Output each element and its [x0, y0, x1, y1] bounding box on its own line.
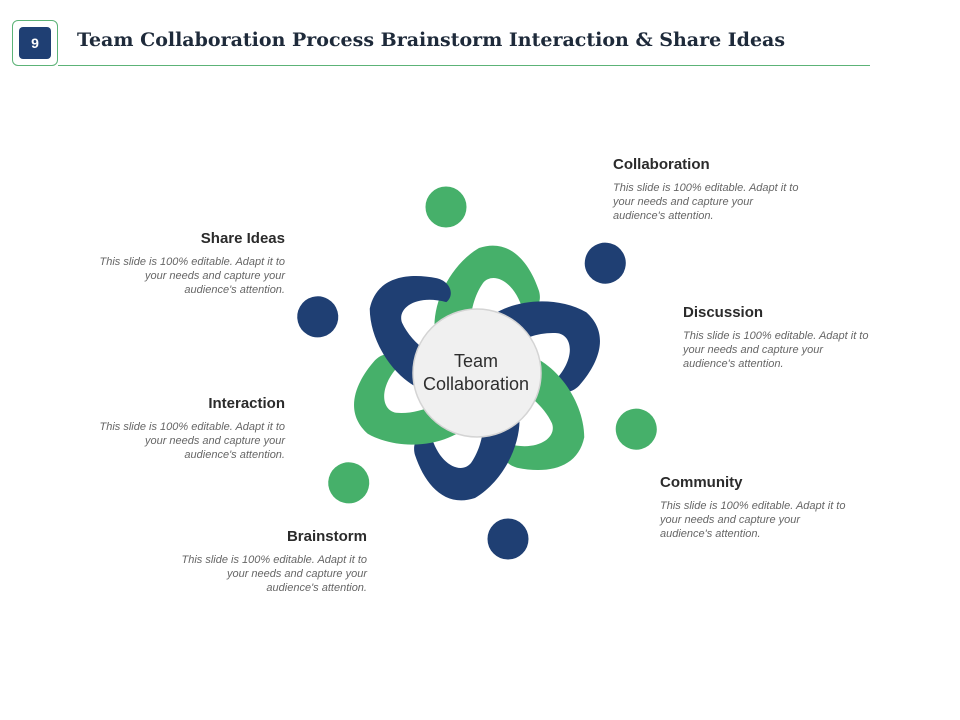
label-community: Community This slide is 100% editable. A…: [660, 474, 846, 541]
label-share-ideas-title: Share Ideas: [200, 230, 285, 247]
label-share-ideas: Share Ideas This slide is 100% editable.…: [99, 230, 285, 297]
person-navy-top-left-head: [294, 293, 342, 341]
label-brainstorm-text: This slide is 100% editable. Adapt it to…: [181, 554, 367, 594]
label-discussion-title: Discussion: [683, 304, 764, 321]
label-interaction-text: This slide is 100% editable. Adapt it to…: [99, 421, 285, 461]
label-brainstorm-title: Brainstorm: [286, 528, 367, 545]
slide-number-frame: [12, 20, 58, 66]
label-discussion: Discussion This slide is 100% editable. …: [683, 304, 869, 371]
center-label-line2: Collaboration: [422, 374, 530, 394]
label-community-text: This slide is 100% editable. Adapt it to…: [660, 500, 846, 540]
slide-title: Team Collaboration Process Brainstorm In…: [77, 29, 786, 51]
label-collaboration-text: This slide is 100% editable. Adapt it to…: [613, 182, 799, 222]
label-interaction-title: Interaction: [208, 395, 285, 412]
center-label-line1: Team: [453, 351, 498, 371]
label-community-title: Community: [660, 474, 743, 491]
slide-number-badge: 9: [19, 27, 51, 59]
person-navy-top-right-head: [581, 239, 629, 287]
person-green-bottom-right-head: [612, 405, 660, 453]
label-collaboration-title: Collaboration: [613, 156, 710, 173]
center-circle: [412, 308, 542, 438]
person-green-bottom-left-head: [325, 459, 373, 507]
title-underline: [58, 65, 870, 66]
label-discussion-text: This slide is 100% editable. Adapt it to…: [683, 330, 869, 370]
label-brainstorm: Brainstorm This slide is 100% editable. …: [181, 528, 367, 595]
label-collaboration: Collaboration This slide is 100% editabl…: [613, 156, 799, 223]
person-navy-bottom-head: [484, 515, 532, 563]
person-green-top-head: [422, 183, 470, 231]
label-interaction: Interaction This slide is 100% editable.…: [99, 395, 285, 462]
center-label: Team Collaboration: [407, 350, 545, 396]
label-share-ideas-text: This slide is 100% editable. Adapt it to…: [99, 256, 285, 296]
